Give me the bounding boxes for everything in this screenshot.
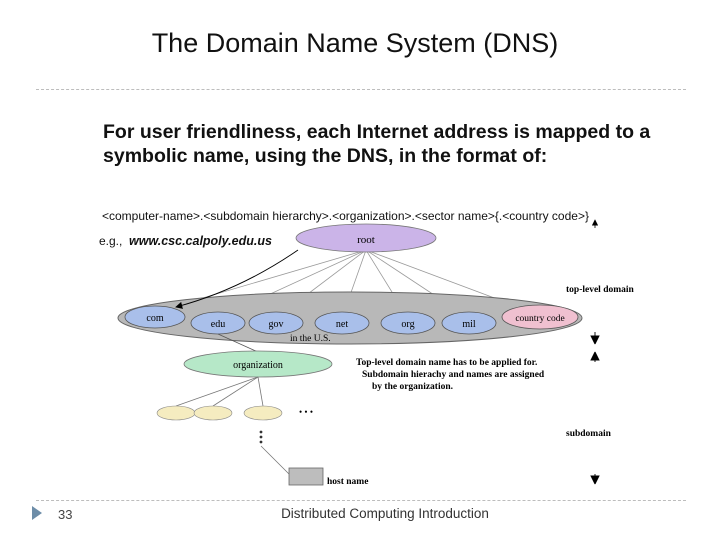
edu-org-link	[217, 333, 259, 353]
tld-mil-label: mil	[462, 319, 476, 330]
country-code-label: country code	[515, 314, 564, 324]
tld-net-node	[314, 311, 370, 335]
root-node	[295, 223, 437, 253]
intro-text: For user friendliness, each Internet add…	[103, 121, 651, 167]
top-level-arrow-down	[590, 332, 600, 345]
example-arrow	[175, 249, 299, 309]
organization-label: organization	[233, 360, 283, 371]
subdomain-links	[175, 376, 264, 407]
host-node	[288, 467, 324, 486]
in-us-label: in the U.S.	[290, 334, 331, 344]
tld-gov-node	[248, 311, 304, 335]
root-label: root	[357, 234, 375, 246]
tld-edu-label: edu	[211, 319, 225, 330]
note-line-3: by the organization.	[372, 382, 453, 392]
name-format-text: <computer-name>.<subdomain hierarchy>.<o…	[102, 209, 589, 223]
subdomain-arrow-down	[590, 474, 600, 485]
note-line-2: Subdomain hierachy and names are assigne…	[362, 370, 545, 380]
example-domain: www.csc.calpoly.edu.us	[129, 234, 272, 248]
example-prefix: e.g.,	[99, 234, 123, 248]
subdomain-label: subdomain	[566, 429, 612, 439]
tld-net-label: net	[336, 319, 348, 330]
top-divider	[36, 89, 686, 90]
bottom-divider	[36, 500, 686, 501]
top-level-domain-label: top-level domain	[566, 285, 635, 295]
subdomain-node-1	[156, 405, 196, 421]
country-code-node	[501, 304, 579, 330]
example-line: e.g., www.csc.calpoly.edu.us	[99, 234, 272, 248]
tld-mil-node	[441, 311, 497, 335]
footer-text: Distributed Computing Introduction	[281, 506, 489, 521]
host-link	[260, 445, 290, 475]
note-line-1: Top-level domain name has to be applied …	[356, 358, 537, 368]
slide-arrow-icon	[32, 506, 42, 520]
tld-org-label: org	[401, 319, 414, 330]
subdomain-arrow-up	[590, 351, 600, 362]
subdomain-node-2	[193, 405, 233, 421]
subdomain-node-3	[243, 405, 283, 421]
tld-com-label: com	[146, 313, 163, 324]
slide-number: 33	[58, 507, 73, 522]
subdomain-ellipsis: • • •	[299, 407, 313, 417]
vertical-dots	[259, 430, 263, 444]
tld-org-node	[380, 311, 436, 335]
tld-com-node	[124, 305, 186, 329]
tld-gov-label: gov	[269, 319, 284, 330]
slide-title: The Domain Name System (DNS)	[151, 28, 559, 58]
host-name-label: host name	[327, 477, 368, 487]
